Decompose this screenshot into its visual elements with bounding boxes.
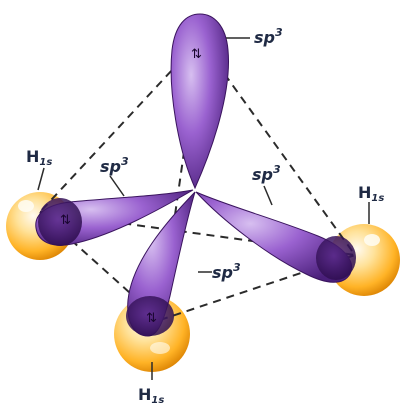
h1s-label-left: H1s	[26, 147, 52, 168]
sp3-lobe-top	[171, 14, 228, 188]
electron-pair-top: ⇅	[191, 47, 202, 62]
sp3-label-top: sp3	[254, 26, 283, 47]
sp3-label-left: sp3	[100, 155, 129, 176]
sp3-label-bottom: sp3	[212, 261, 241, 282]
h1s-label-bottom: H1s	[138, 385, 164, 406]
h1s-label-right: H1s	[358, 183, 384, 204]
electron-pair-left: ⇅	[60, 213, 71, 228]
electron-pair-bottom: ⇅	[146, 311, 157, 326]
sp3-label-right: sp3	[252, 163, 281, 184]
